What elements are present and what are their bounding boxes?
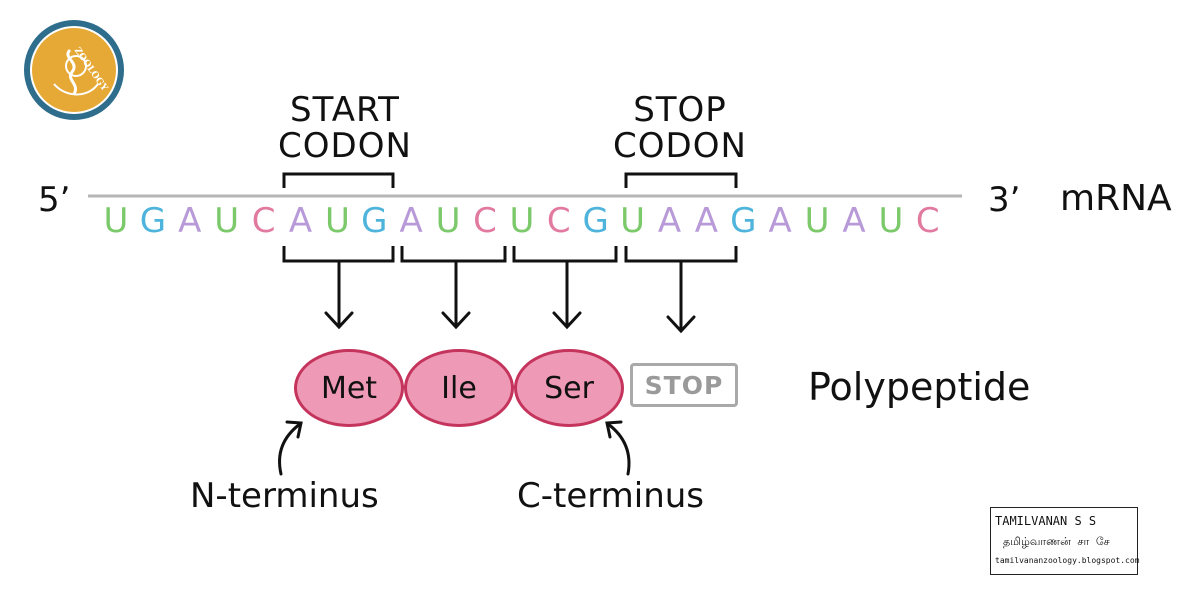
arrow-down-icon xyxy=(666,260,696,334)
codon-bracket-ile xyxy=(400,246,507,263)
amino-acid-ser: Ser xyxy=(514,349,624,427)
start-codon-line2: CODON xyxy=(278,126,412,166)
credit-box: TAMILVANAN S S தமிழ்வாணன் சா சே tamilvan… xyxy=(990,507,1140,575)
credit-name: TAMILVANAN S S xyxy=(995,514,1097,528)
arrow-down-icon xyxy=(552,260,582,330)
stop-codon-title: STOP CODON xyxy=(600,92,760,164)
mrna-base: U xyxy=(435,201,461,241)
mrna-base: G xyxy=(582,201,609,241)
stop-signal-box: STOP xyxy=(630,363,738,407)
mrna-base: A xyxy=(178,201,202,241)
zoology-logo: ZOOLOGY xyxy=(24,20,124,120)
three-prime-label: 3’ xyxy=(988,180,1021,220)
c-terminus-arrow-icon xyxy=(605,420,631,476)
stop-codon-top-bracket xyxy=(624,172,738,188)
mrna-base: C xyxy=(915,201,940,241)
mrna-base: U xyxy=(324,201,350,241)
mrna-base: U xyxy=(214,201,240,241)
credit-url: tamilvananzoology.blogspot.com xyxy=(995,556,1140,565)
n-terminus-arrow-icon xyxy=(278,420,303,476)
codon-bracket-met xyxy=(282,246,395,263)
mrna-base: C xyxy=(251,201,276,241)
stop-codon-line2: CODON xyxy=(613,126,747,166)
mrna-base: A xyxy=(288,201,313,241)
mrna-label: mRNA xyxy=(1060,178,1172,219)
mrna-base: U xyxy=(804,201,830,241)
mrna-base: C xyxy=(546,201,571,241)
arrow-down-icon xyxy=(324,260,354,330)
mrna-base: C xyxy=(473,201,497,241)
mrna-base: G xyxy=(139,201,167,241)
five-prime-label: 5’ xyxy=(38,180,71,220)
mrna-base: G xyxy=(730,201,757,241)
arrow-down-icon xyxy=(441,260,471,330)
mrna-base: A xyxy=(657,201,682,241)
mrna-base: U xyxy=(509,201,535,241)
mrna-base: A xyxy=(768,201,792,241)
mrna-base: U xyxy=(620,201,646,241)
logo-emblem-icon xyxy=(53,48,99,96)
start-codon-top-bracket xyxy=(282,172,395,188)
credit-name-tamil: தமிழ்வாணன் சா சே xyxy=(1003,535,1110,548)
codon-bracket-ser xyxy=(512,246,618,263)
polypeptide-label: Polypeptide xyxy=(808,365,1031,409)
mrna-base: A xyxy=(399,201,423,241)
amino-acid-met: Met xyxy=(294,349,404,427)
n-terminus-label: N-terminus xyxy=(190,476,379,516)
logo-seal: ZOOLOGY xyxy=(30,26,118,114)
mrna-base: U xyxy=(103,201,129,241)
mrna-base: A xyxy=(842,201,866,241)
stop-codon-line1: STOP xyxy=(633,90,727,130)
start-codon-line1: START xyxy=(290,90,400,130)
mrna-base: A xyxy=(694,201,719,241)
mrna-base: G xyxy=(361,201,388,241)
mrna-base: U xyxy=(878,201,904,241)
start-codon-title: START CODON xyxy=(265,92,425,164)
c-terminus-label: C-terminus xyxy=(517,476,705,516)
amino-acid-ile: Ile xyxy=(404,349,514,427)
codon-bracket-stop xyxy=(624,246,738,263)
